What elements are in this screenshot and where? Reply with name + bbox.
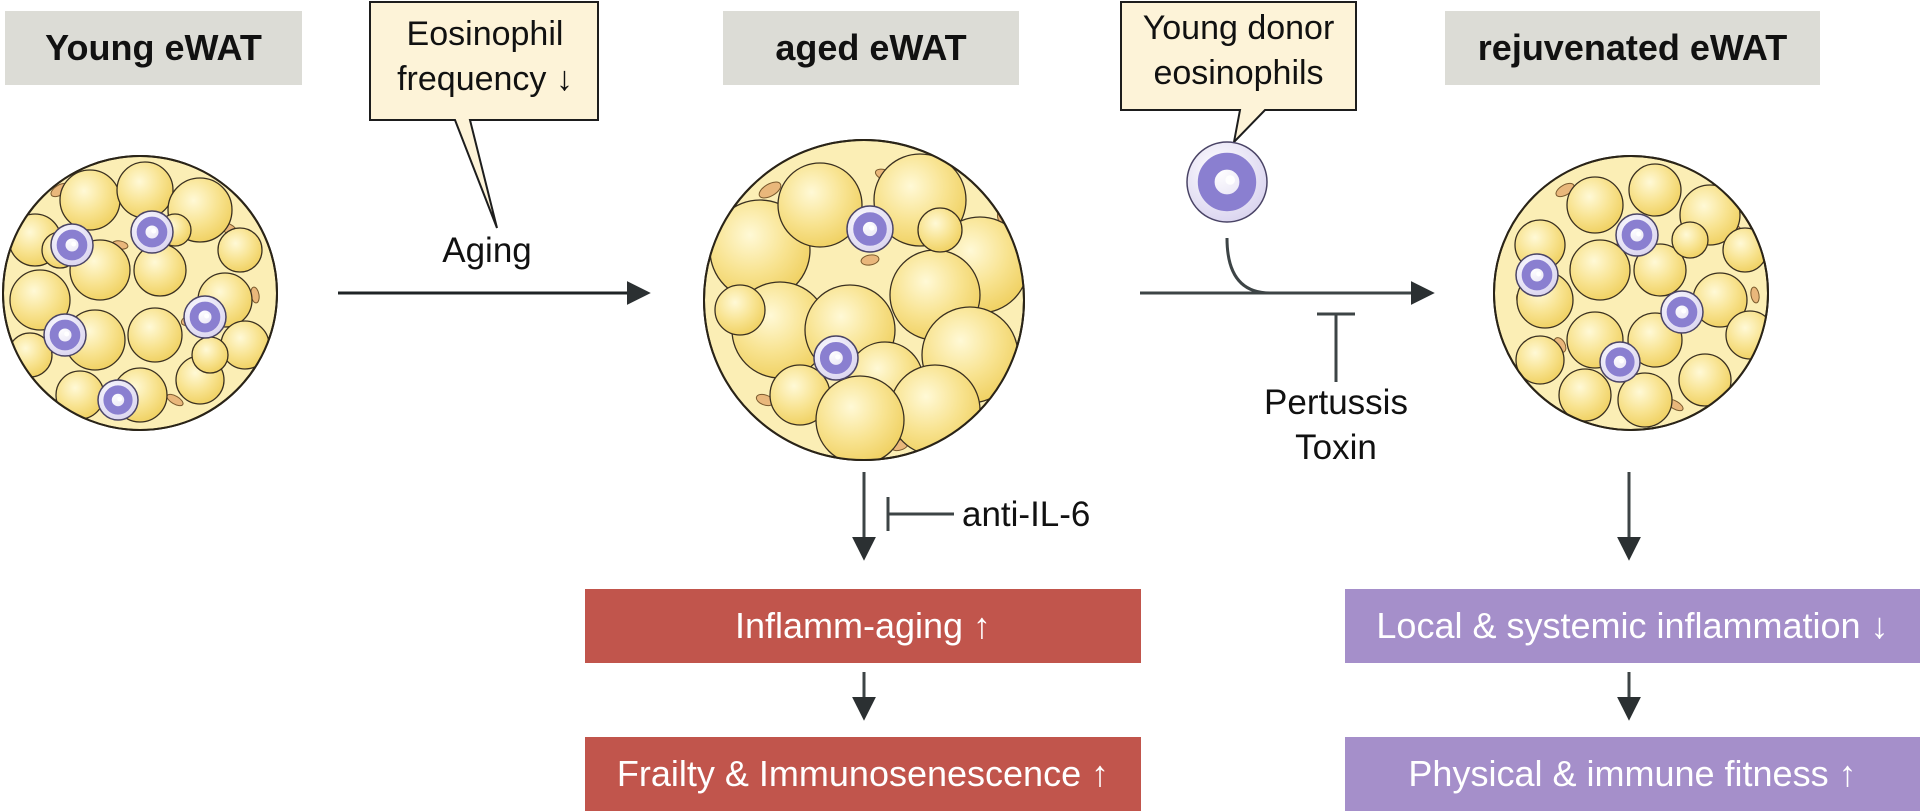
callout-line-2: frequency ↓ [397,60,573,98]
adipocyte-icon [55,370,105,420]
inflamm-aging-box: Inflamm-aging ↑ [585,589,1141,663]
eosinophil-frequency-callout [369,1,599,229]
eosinophil-icon [1186,141,1268,223]
aged-ewat-tissue-icon [703,139,1025,461]
aged-ewat-title: aged eWAT [723,11,1019,85]
young-ewat-title: Young eWAT [5,11,302,85]
anti-il6-label: anti-IL-6 [962,495,1091,534]
eosinophil-icon [1615,213,1659,257]
adipocyte-icon [217,227,263,273]
eosinophil-icon [97,379,139,421]
physical-immune-fitness-box: Physical & immune fitness ↑ [1345,737,1920,811]
eosinophil-icon [813,335,859,381]
adipocyte-icon [191,336,229,374]
adipocyte-icon [1515,335,1565,385]
pertussis-line-2: Toxin [1295,428,1377,467]
eosinophil-icon [130,210,174,254]
rejuvenated-ewat-title: rejuvenated eWAT [1445,11,1820,85]
stromal-cell-icon [1555,182,1575,198]
adipocyte-icon [917,207,963,253]
adipocyte-icon [1633,243,1687,297]
adipocyte-icon [9,269,71,331]
aging-label: Aging [442,231,532,270]
adipocyte-icon [815,375,905,460]
rejuvenated-ewat-tissue-icon [1493,155,1769,431]
pertussis-line-1: Pertussis [1264,383,1408,422]
young-donor-callout [1120,1,1357,146]
eosinophil-icon [43,313,87,357]
adipocyte-icon [1617,372,1673,428]
eosinophil-icon [183,295,227,339]
callout-line-2: eosinophils [1153,54,1324,92]
young-donor-text: Young donor eosinophils [1121,6,1356,96]
adipocyte-icon [220,320,270,370]
adipocyte-icon [127,307,183,363]
callout-line-1: Young donor [1142,9,1335,47]
eosinophil-icon [1599,341,1641,383]
donor-eosinophil-icon [1186,141,1268,223]
stromal-cell-icon [758,181,782,199]
young-ewat-tissue-icon [2,155,278,431]
donor-merge-line-icon [1225,237,1271,295]
pertussis-toxin-label: Pertussis Toxin [1236,380,1436,470]
eosinophil-frequency-text: Eosinophil frequency ↓ [372,12,598,102]
adipocyte-icon [1671,221,1709,259]
adipocyte-icon [1566,176,1624,234]
eosinophil-icon [1660,290,1704,334]
adipocyte-icon [777,162,863,248]
stromal-cell-icon [1750,286,1760,304]
anti-il6-inhibition-icon [886,497,954,531]
adipocyte-icon [714,284,766,336]
frailty-immunosenescence-box: Frailty & Immunosenescence ↑ [585,737,1141,811]
adipocyte-icon [59,169,121,231]
adipocyte-icon [116,161,174,219]
eosinophil-icon [50,223,94,267]
stromal-cell-icon [1003,379,1017,401]
adipocyte-icon [1628,163,1682,217]
eosinophil-icon [1515,253,1559,297]
eosinophil-icon [846,205,894,253]
local-systemic-inflammation-box: Local & systemic inflammation ↓ [1345,589,1920,663]
stromal-cell-icon [860,254,880,266]
pertussis-inhibition-icon [1317,312,1355,382]
adipocyte-icon [1678,353,1732,407]
adipocyte-icon [1725,310,1768,360]
adipocyte-icon [1569,239,1631,301]
callout-line-1: Eosinophil [406,15,564,53]
